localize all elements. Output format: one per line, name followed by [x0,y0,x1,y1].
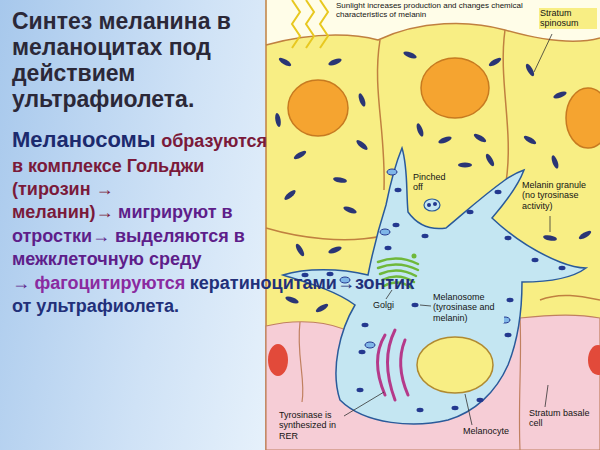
basale-layer [299,322,303,402]
melanin-granule [293,149,308,161]
melanin-granule [543,234,558,242]
melanosome [395,188,402,192]
melanosome [467,210,474,214]
rough-er [378,335,386,395]
sunlight-rays [306,0,314,48]
melanin-granule [328,245,343,255]
melanin-granule [355,139,369,152]
melanin-granule [484,153,496,168]
melanin-granule [458,162,472,167]
golgi-apparatus [412,254,417,259]
melanin-granule [550,155,560,170]
basale-layer [519,318,520,450]
melanosome [387,169,397,175]
melanosome [505,236,512,240]
melanocyte-body [424,199,440,211]
melanin-granule [294,243,306,258]
melanocyte-body [427,203,431,207]
melanin-granule [415,123,425,138]
melanin-granule [333,176,348,184]
melanocyte-nucleus [417,337,493,393]
melanosome [495,190,502,194]
body-phrase: Меланосомы [12,127,156,152]
callout-label: Melanin granule (no tyrosinase activity) [521,180,597,211]
sunlight-rays [292,0,300,48]
keratinocyte-nucleus [288,80,348,136]
melanocyte-body [433,202,437,206]
sunlight-rays [320,0,328,48]
callout-label: Stratum spinosum [539,8,597,29]
callout-label: Golgi [372,300,395,310]
melanosome [505,333,512,337]
body-text: Меланосомыобразуются в комплексе Гольджи… [12,126,262,318]
rough-er [378,330,409,400]
melanin-granule [278,56,293,68]
leader-line [534,34,552,72]
melanin-granule [578,229,593,241]
melanin-granule [553,90,568,100]
keratinocyte-nucleus [566,88,600,148]
callout-label: Pinched off [412,172,458,193]
melanocyte-nucleus [417,337,493,393]
rough-er [388,330,396,400]
melanosome [393,223,400,227]
sunlight-rays [292,0,328,48]
cell-border [266,228,382,240]
callout-label: Melanosome (tyrosinase and melanin) [432,292,504,323]
melanin-granule [285,295,300,305]
callout-label: Tyrosinase is synthesized in RER [278,410,342,441]
melanosome [452,406,459,410]
melanin-granule [343,205,358,215]
melanosome [359,350,366,354]
keratinocyte-nucleus [421,58,489,118]
cell-border [540,295,600,300]
melanin-granule [488,56,503,68]
leader-line [465,394,472,425]
melanin-granule [438,135,453,145]
callout-label: Stratum basale cell [528,408,596,429]
melanosome [357,388,364,392]
leader-line [545,385,548,407]
leader-line [550,216,551,232]
callout-label: Sunlight increases production and change… [335,1,537,19]
melanin-granule [524,63,536,78]
melanosome [532,258,539,262]
melanin-granule [274,113,282,128]
cell-border [266,0,600,450]
melanosome [380,229,390,235]
slide-title: Синтез меланина в меланоцитах под действ… [12,8,262,112]
melanin-granule [523,134,538,146]
melanin-granule [315,302,330,314]
rough-er [401,340,408,395]
body-phrase: фагоцитируются [35,273,186,293]
melanin-granule [328,57,343,67]
melanosome [507,298,514,302]
melanin-granule [357,93,367,108]
basale-layer [268,344,288,376]
basale-layer [588,345,600,375]
leader-line [344,392,384,416]
leader-line [344,34,552,425]
melanosome [362,323,369,327]
melanosome [365,342,375,348]
keratinocyte-layer [266,0,600,450]
melanosome [422,234,429,238]
melanosome [417,408,424,412]
golgi-apparatus [378,258,418,264]
melanosome [385,246,392,250]
melanin-granule [283,189,297,202]
callout-label: Melanocyte [462,426,510,436]
keratinocyte-layer [266,0,600,450]
golgi-apparatus [378,264,418,270]
keratinocyte-nucleus [288,58,600,148]
cell-border [378,40,385,190]
leader-line [420,305,431,306]
melanosome [412,303,419,307]
melanin-granule [473,132,488,144]
melanosome [559,266,566,270]
cell-border [503,30,508,182]
melanosome [477,398,484,402]
melanin-granule [403,50,418,60]
